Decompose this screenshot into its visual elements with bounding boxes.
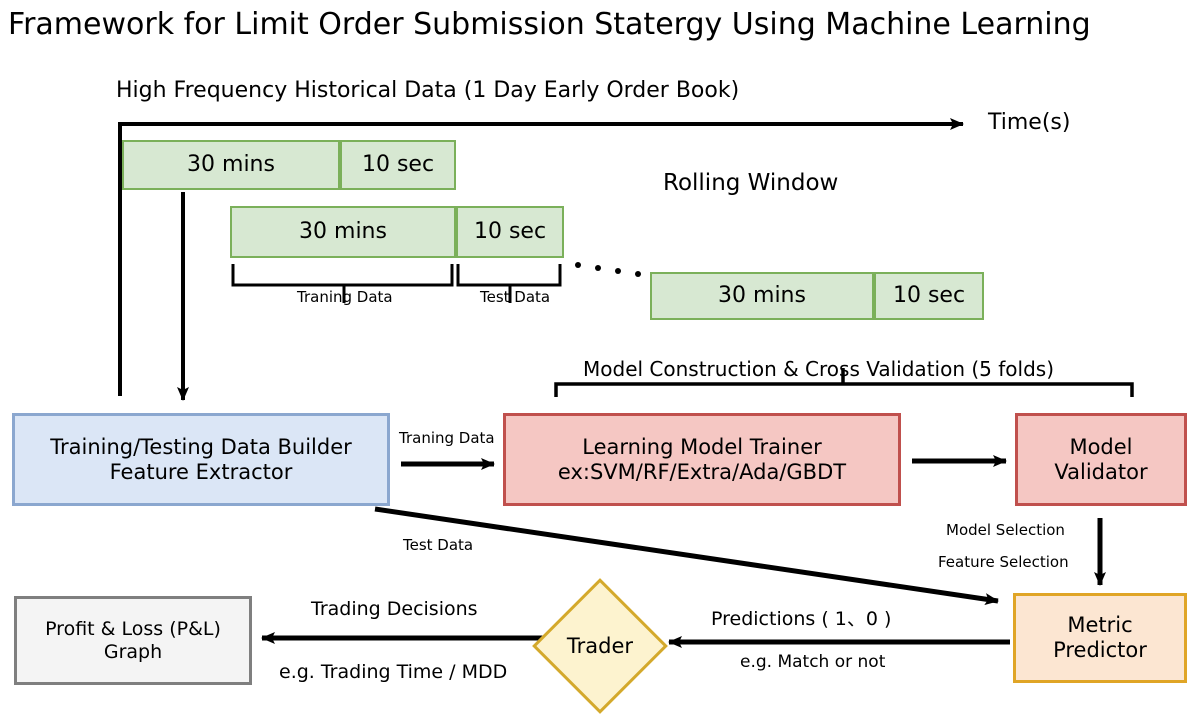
model-trainer-line2: ex:SVM/RF/Extra/Ada/GBDT [557,459,847,484]
model-trainer-box[interactable]: Learning Model Trainer ex:SVM/RF/Extra/A… [503,413,901,506]
edge-label-feature-selection: Feature Selection [938,553,1069,571]
window-1-test: 10 sec [340,140,456,190]
training-data-bracket-label: Traning Data [297,288,393,306]
metric-predictor-line1: Metric [1067,613,1133,638]
pnl-line1: Profit & Loss (P&L) [45,618,221,641]
pnl-line2: Graph [103,640,163,663]
edge-label-predictions: Predictions ( 1、0 ) [711,608,892,630]
historical-data-label: High Frequency Historical Data (1 Day Ea… [116,78,740,103]
rolling-window-label: Rolling Window [663,170,839,196]
time-axis-label: Time(s) [988,110,1071,135]
model-validator-box[interactable]: Model Validator [1015,413,1187,506]
page-title: Framework for Limit Order Submission Sta… [8,6,1091,42]
pnl-graph-box[interactable]: Profit & Loss (P&L) Graph [14,596,252,685]
edge-label-trading-decisions: Trading Decisions [311,598,478,620]
model-trainer-line1: Learning Model Trainer [582,434,822,459]
data-builder-line2: Feature Extractor [109,459,293,484]
trader-label: Trader [566,633,634,658]
metric-predictor-line2: Predictor [1053,638,1147,662]
model-validator-line1: Model [1069,434,1133,459]
metric-predictor-box[interactable]: Metric Predictor [1013,593,1187,683]
window-2-train: 30 mins [230,206,456,258]
arrow-test-data-to-metric [374,506,999,606]
edge-label-model-selection: Model Selection [946,521,1065,539]
edge-label-test-data: Test Data [403,536,474,554]
window-1-train: 30 mins [122,140,340,190]
edge-label-match-or-not: e.g. Match or not [740,652,886,672]
window-3-train: 30 mins [650,272,874,320]
data-builder-line1: Training/Testing Data Builder [50,434,352,459]
edge-label-trading-time-mdd: e.g. Trading Time / MDD [279,661,508,683]
test-data-bracket-label: Test Data [480,288,551,306]
edge-label-training-data: Traning Data [399,429,495,447]
window-2-test: 10 sec [456,206,564,258]
cross-validation-label: Model Construction & Cross Validation (5… [583,357,1054,381]
model-validator-line2: Validator [1054,459,1148,484]
data-builder-box[interactable]: Training/Testing Data Builder Feature Ex… [12,413,390,506]
trader-node[interactable]: Trader [527,577,673,715]
window-3-test: 10 sec [874,272,984,320]
ellipsis-dots [575,262,641,277]
